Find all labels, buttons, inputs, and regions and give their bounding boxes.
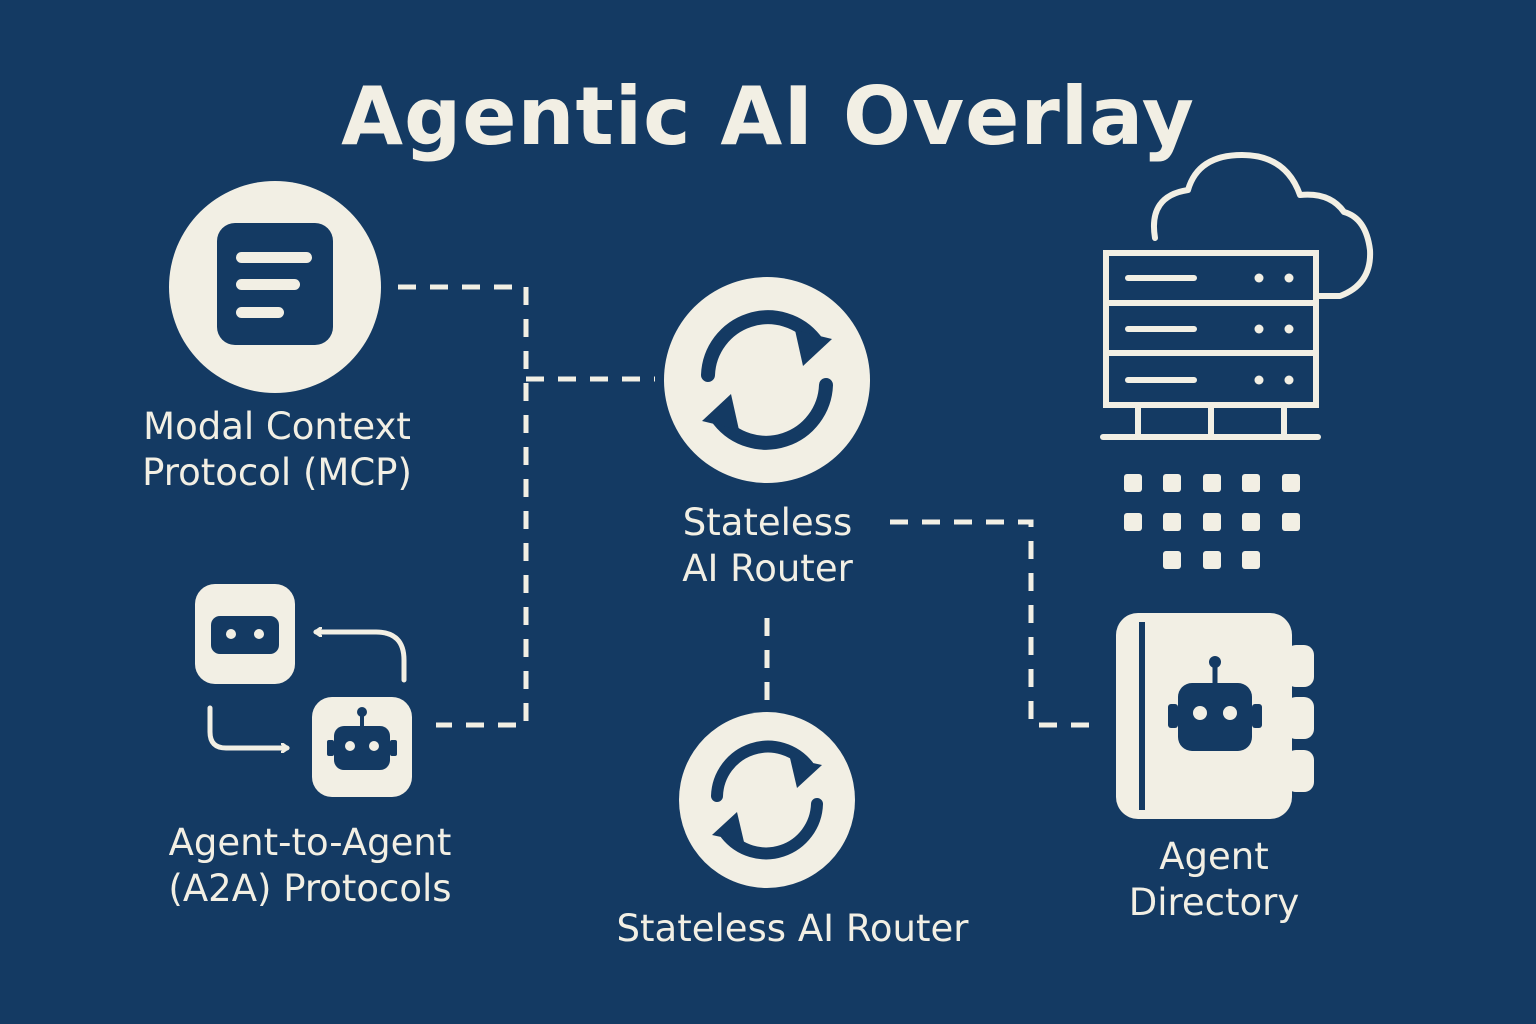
connector-router-to-directory <box>890 519 1092 728</box>
refresh-icon <box>701 310 833 450</box>
data-grid-dots <box>1124 474 1300 569</box>
directory-label-line1: Agent <box>1159 835 1269 878</box>
router-secondary-node <box>679 712 855 888</box>
mcp-label-line1: Modal Context <box>143 405 411 448</box>
a2a-label-line1: Agent-to-Agent <box>168 821 452 864</box>
mcp-node <box>169 181 381 393</box>
chat-bot-icon <box>195 584 295 684</box>
router-secondary-label: Stateless AI Router <box>575 906 1010 952</box>
router-main-label: Stateless AI Router <box>620 500 915 592</box>
router-main-label-line1: Stateless <box>682 501 853 544</box>
router-secondary-label-text: Stateless AI Router <box>616 907 969 950</box>
directory-label: Agent Directory <box>1100 834 1328 926</box>
robot-directory-icon <box>1116 613 1314 819</box>
server-rack-icon <box>1100 250 1321 440</box>
mcp-label-line2: Protocol (MCP) <box>142 451 412 494</box>
connector-lines <box>398 284 1092 728</box>
server-led-dots <box>1254 273 1294 385</box>
refresh-icon <box>711 740 823 860</box>
arrow-left-icon <box>313 632 407 683</box>
router-main-label-line2: AI Router <box>682 547 853 590</box>
mcp-label: Modal Context Protocol (MCP) <box>127 404 427 496</box>
page-title: Agentic AI Overlay <box>341 70 1195 163</box>
a2a-label-line2: (A2A) Protocols <box>168 867 452 910</box>
a2a-label: Agent-to-Agent (A2A) Protocols <box>140 820 480 912</box>
connector-mcp-to-router <box>398 284 529 728</box>
directory-label-line2: Directory <box>1128 881 1300 924</box>
document-icon <box>217 223 333 345</box>
arrow-right-icon <box>207 705 290 748</box>
robot-icon <box>312 697 412 797</box>
router-main-node <box>664 277 870 483</box>
a2a-node <box>195 584 412 797</box>
